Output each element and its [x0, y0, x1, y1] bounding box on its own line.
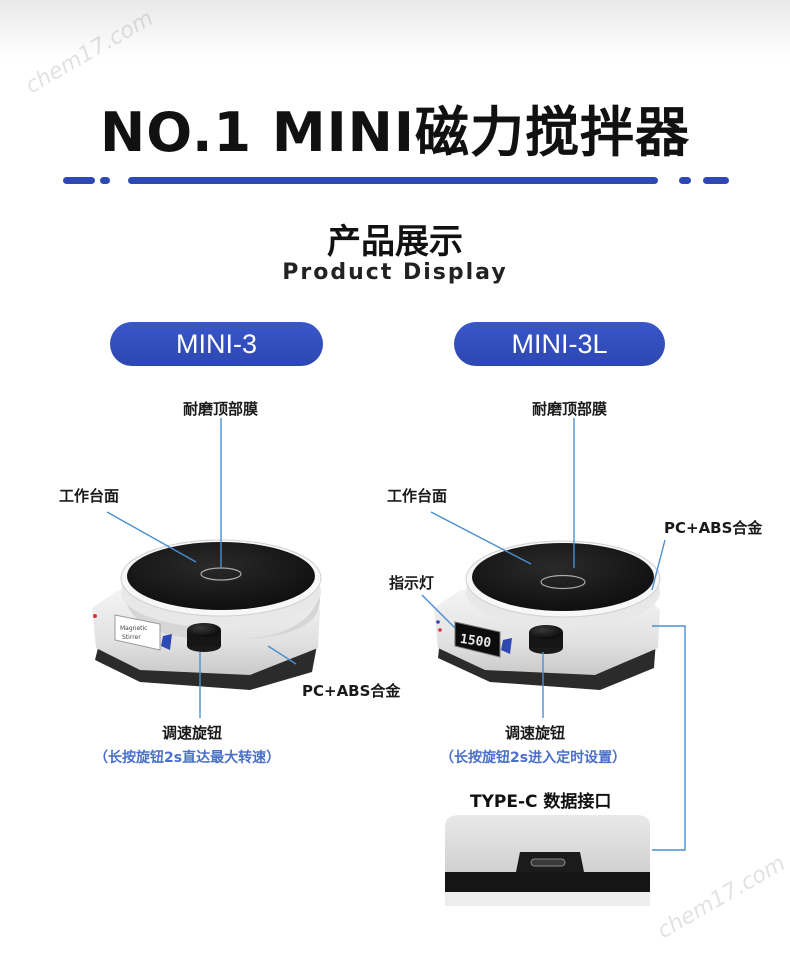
note-knob-mini-3: （长按旋钮2s直达最大转速） [94, 750, 281, 766]
label-knob-mini-3l: 调速旋钮 [505, 724, 566, 742]
label-indicator-mini-3l: 指示灯 [389, 574, 435, 592]
note-knob-mini-3l: （长按旋钮2s进入定时设置） [440, 750, 627, 766]
decorative-bar [100, 177, 110, 184]
decorative-bar [128, 177, 658, 184]
decorative-bar [63, 177, 95, 184]
section-title: 产品展示 [327, 222, 463, 262]
label-work-surface-mini-3: 工作台面 [59, 487, 120, 505]
decorative-bar [703, 177, 729, 184]
label-material-mini-3: PC+ABS合金 [302, 682, 401, 700]
timer-display-value: 1500 [459, 632, 492, 651]
decorative-bar [679, 177, 691, 184]
label-top-film-mini-3l: 耐磨顶部膜 [532, 400, 608, 418]
label-knob-mini-3: 调速旋钮 [162, 724, 223, 742]
model-badge-mini-3l: MINI-3L [454, 322, 665, 366]
page-title: NO.1 MINI磁力搅拌器 [100, 101, 690, 164]
label-material-mini-3l: PC+ABS合金 [664, 519, 763, 537]
panel-label-text: Magnetic [120, 625, 147, 632]
top-gradient-band [0, 0, 790, 60]
section-subtitle: Product Display [282, 260, 508, 285]
svg-text:Stirrer: Stirrer [122, 634, 141, 641]
label-work-surface-mini-3l: 工作台面 [387, 487, 448, 505]
model-badge-mini-3: MINI-3 [110, 322, 323, 366]
label-top-film-mini-3: 耐磨顶部膜 [183, 400, 259, 418]
label-type-c-port: TYPE-C 数据接口 [470, 792, 612, 812]
